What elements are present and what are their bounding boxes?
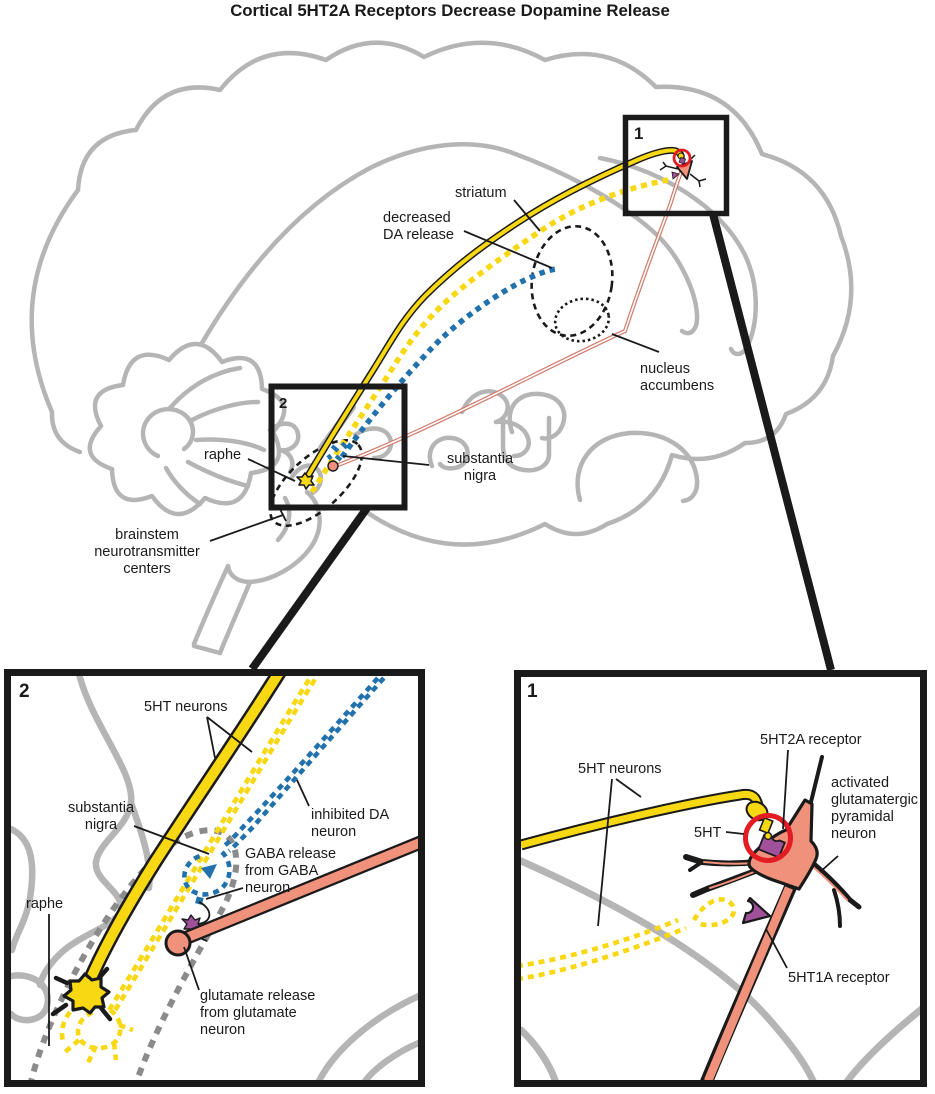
svg-text:decreased: decreased <box>383 210 451 226</box>
svg-text:5HT neurons: 5HT neurons <box>578 761 662 777</box>
svg-text:nucleus: nucleus <box>640 361 690 377</box>
svg-text:glutamate release: glutamate release <box>200 988 315 1004</box>
svg-text:5HT1A receptor: 5HT1A receptor <box>788 970 890 986</box>
svg-text:glutamatergic: glutamatergic <box>831 792 918 808</box>
svg-text:raphe: raphe <box>26 896 63 912</box>
svg-text:centers: centers <box>123 561 171 577</box>
svg-text:activated: activated <box>831 775 889 791</box>
svg-text:neuron: neuron <box>831 826 876 842</box>
svg-text:1: 1 <box>634 124 643 143</box>
svg-text:striatum: striatum <box>455 185 507 201</box>
svg-text:neurotransmitter: neurotransmitter <box>94 544 200 560</box>
svg-text:1: 1 <box>527 681 538 702</box>
svg-text:nigra: nigra <box>464 468 497 484</box>
svg-text:from glutamate: from glutamate <box>200 1005 297 1021</box>
svg-text:nigra: nigra <box>85 817 118 833</box>
svg-text:2: 2 <box>279 395 287 412</box>
svg-text:inhibited DA: inhibited DA <box>311 807 390 823</box>
svg-text:DA release: DA release <box>383 227 454 243</box>
svg-text:5HT: 5HT <box>694 825 722 841</box>
svg-text:substantia: substantia <box>447 451 514 467</box>
svg-text:GABA release: GABA release <box>245 846 336 862</box>
svg-text:neuron: neuron <box>200 1022 245 1038</box>
svg-text:raphe: raphe <box>204 447 241 463</box>
svg-text:pyramidal: pyramidal <box>831 809 894 825</box>
svg-text:from GABA: from GABA <box>245 863 319 879</box>
svg-text:neuron: neuron <box>245 880 290 896</box>
svg-text:accumbens: accumbens <box>640 378 714 394</box>
svg-text:5HT2A receptor: 5HT2A receptor <box>760 732 862 748</box>
svg-text:5HT neurons: 5HT neurons <box>144 699 228 715</box>
svg-text:brainstem: brainstem <box>115 527 179 543</box>
svg-text:Cortical 5HT2A Receptors Decre: Cortical 5HT2A Receptors Decrease Dopami… <box>230 1 670 20</box>
svg-text:2: 2 <box>19 681 30 702</box>
svg-text:substantia: substantia <box>68 800 135 816</box>
svg-text:neuron: neuron <box>311 824 356 840</box>
